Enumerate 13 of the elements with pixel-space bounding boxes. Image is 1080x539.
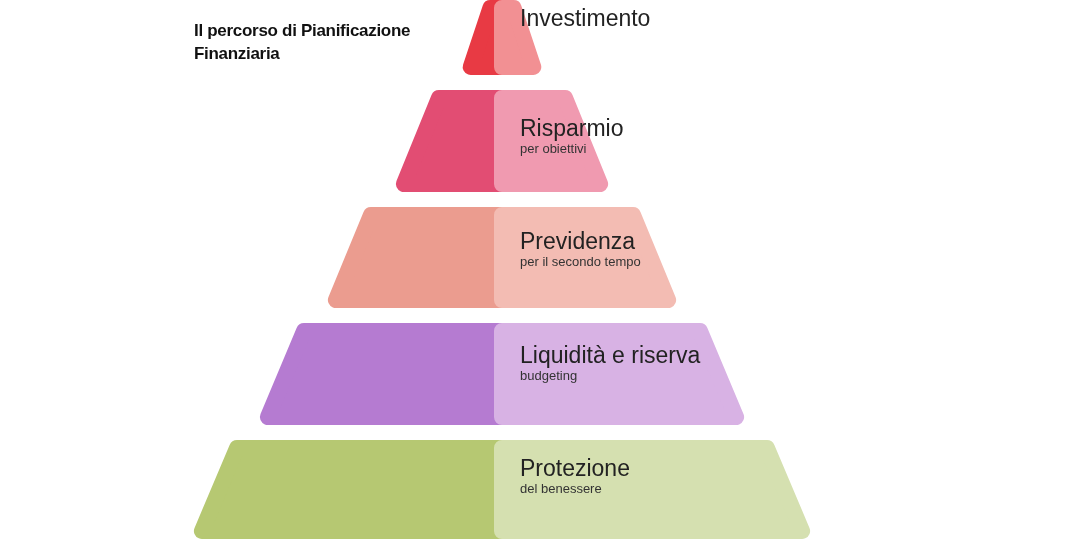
level-heading: Liquidità e riserva (520, 342, 701, 368)
level-heading: Protezione (520, 455, 630, 481)
level-heading: Investimento (520, 5, 651, 31)
pyramid-level (193, 440, 811, 539)
level-heading: Previdenza (520, 228, 636, 254)
diagram-title: Il percorso di Pianificazione Finanziaria (194, 20, 412, 65)
pyramid-level (327, 207, 677, 308)
level-subtitle: per obiettivi (520, 141, 587, 156)
level-heading: Risparmio (520, 115, 624, 141)
level-subtitle: budgeting (520, 368, 578, 383)
pyramid-level (259, 323, 745, 425)
level-subtitle: del benessere (520, 481, 602, 496)
level-subtitle: per il secondo tempo (520, 254, 641, 269)
